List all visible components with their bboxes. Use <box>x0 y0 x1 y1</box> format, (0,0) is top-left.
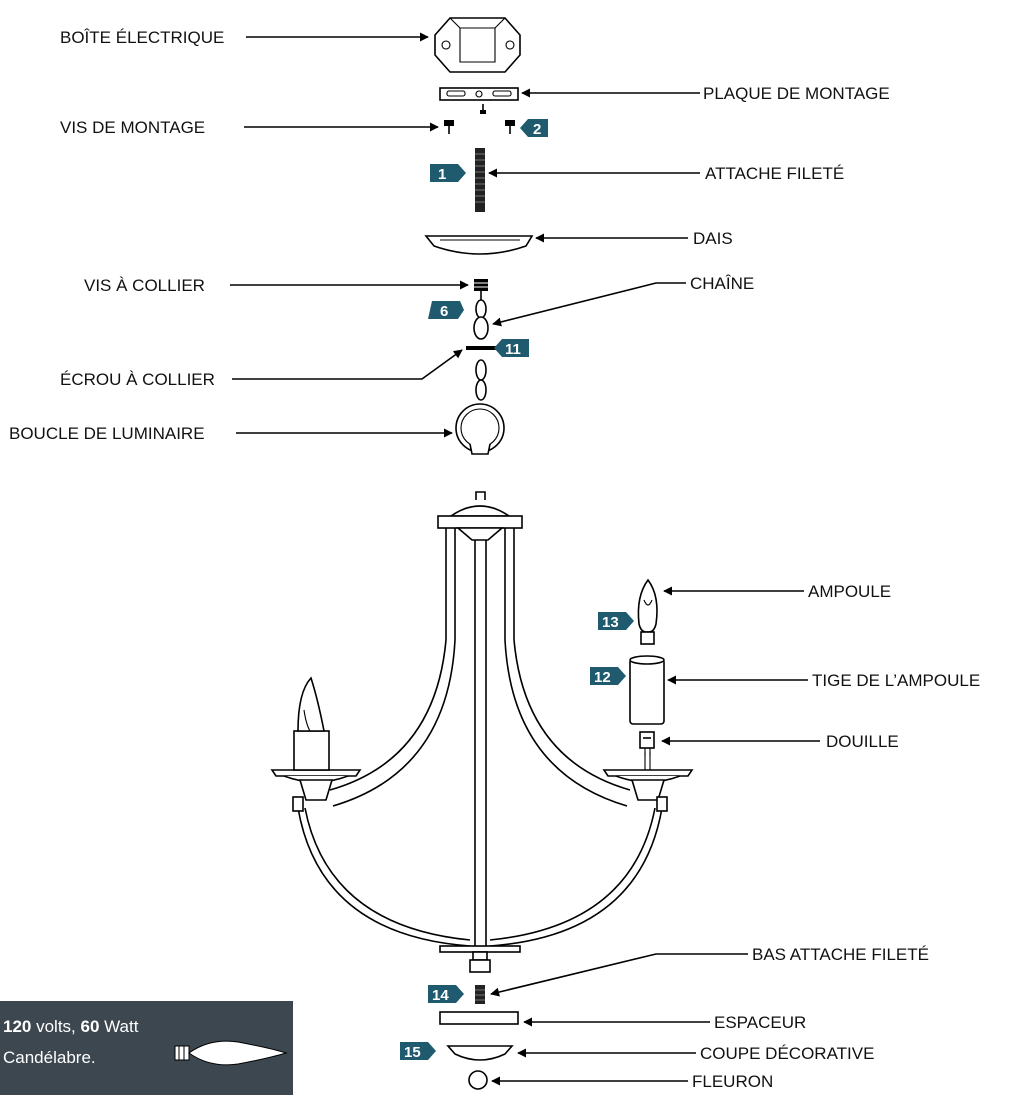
step-badge-13: 13 <box>598 612 634 631</box>
spec-voltage-wattage: 120 volts, 60 Watt <box>3 1017 139 1036</box>
label-decorative-cup: COUPE DÉCORATIVE <box>700 1044 874 1063</box>
label-electrical-box: BOÎTE ÉLECTRIQUE <box>60 28 224 47</box>
svg-text:1: 1 <box>438 166 446 183</box>
label-fixture-loop: BOUCLE DE LUMINAIRE <box>9 424 205 443</box>
left-candle-cup <box>270 676 362 812</box>
spec-bulb-type: Candélabre. <box>3 1048 96 1067</box>
right-candle-cup <box>602 752 694 812</box>
label-chain: CHAÎNE <box>690 274 754 293</box>
step-badge-1: 1 <box>430 164 466 183</box>
label-mounting-screws: VIS DE MONTAGE <box>60 118 205 137</box>
chain-part <box>473 299 489 401</box>
leader-chain <box>492 282 686 327</box>
step-badge-11: 11 <box>494 339 529 358</box>
svg-text:13: 13 <box>602 614 619 631</box>
bulb-sleeve-part <box>629 655 665 725</box>
label-bulb: AMPOULE <box>808 582 891 601</box>
label-collar-screw: VIS À COLLIER <box>84 276 205 295</box>
collar-nut-part <box>466 346 496 350</box>
chandelier-body <box>297 491 663 973</box>
label-collar-nut: ÉCROU À COLLIER <box>60 370 215 389</box>
step-badge-14: 14 <box>428 985 464 1004</box>
svg-text:11: 11 <box>505 341 521 358</box>
decorative-cup-part <box>446 1045 514 1061</box>
bulb-spec-box: 120 volts, 60 Watt Candélabre. <box>0 1001 293 1095</box>
fixture-loop-part <box>455 403 505 455</box>
plate-center-screw <box>480 104 486 114</box>
collar-screw-part <box>474 279 488 300</box>
step-badge-2: 2 <box>520 119 548 138</box>
socket-part <box>639 731 655 756</box>
finial-part <box>468 1070 488 1090</box>
electrical-box-part <box>434 17 521 73</box>
label-spacer: ESPACEUR <box>714 1013 806 1032</box>
bulb-part <box>637 578 658 645</box>
leader-collar-nut <box>232 349 463 380</box>
label-canopy: DAIS <box>693 229 733 248</box>
label-finial: FLEURON <box>692 1072 773 1091</box>
bottom-rod-part <box>475 985 485 1004</box>
svg-text:12: 12 <box>594 669 611 686</box>
leader-bottom-rod <box>490 953 748 997</box>
label-mounting-plate: PLAQUE DE MONTAGE <box>703 84 890 103</box>
svg-text:15: 15 <box>404 1044 421 1061</box>
candelabra-bulb-icon <box>174 1040 288 1066</box>
mounting-plate-part <box>439 87 519 101</box>
label-bottom-rod: BAS ATTACHE FILETÉ <box>752 945 929 964</box>
label-threaded-rod: ATTACHE FILETÉ <box>705 164 844 183</box>
step-badge-15: 15 <box>400 1042 436 1061</box>
leader-lines <box>230 32 820 1086</box>
threaded-rod-part <box>475 148 485 212</box>
step-badge-12: 12 <box>590 667 626 686</box>
step-badge-6: 6 <box>428 301 464 320</box>
svg-text:2: 2 <box>533 121 541 138</box>
canopy-part <box>424 235 534 255</box>
mounting-screw-left <box>444 120 454 134</box>
mounting-screw-right <box>505 120 515 134</box>
svg-text:6: 6 <box>440 303 448 320</box>
label-bulb-sleeve: TIGE DE L’AMPOULE <box>812 671 980 690</box>
spacer-part <box>439 1011 519 1025</box>
svg-text:14: 14 <box>432 987 449 1004</box>
label-socket: DOUILLE <box>826 732 899 751</box>
